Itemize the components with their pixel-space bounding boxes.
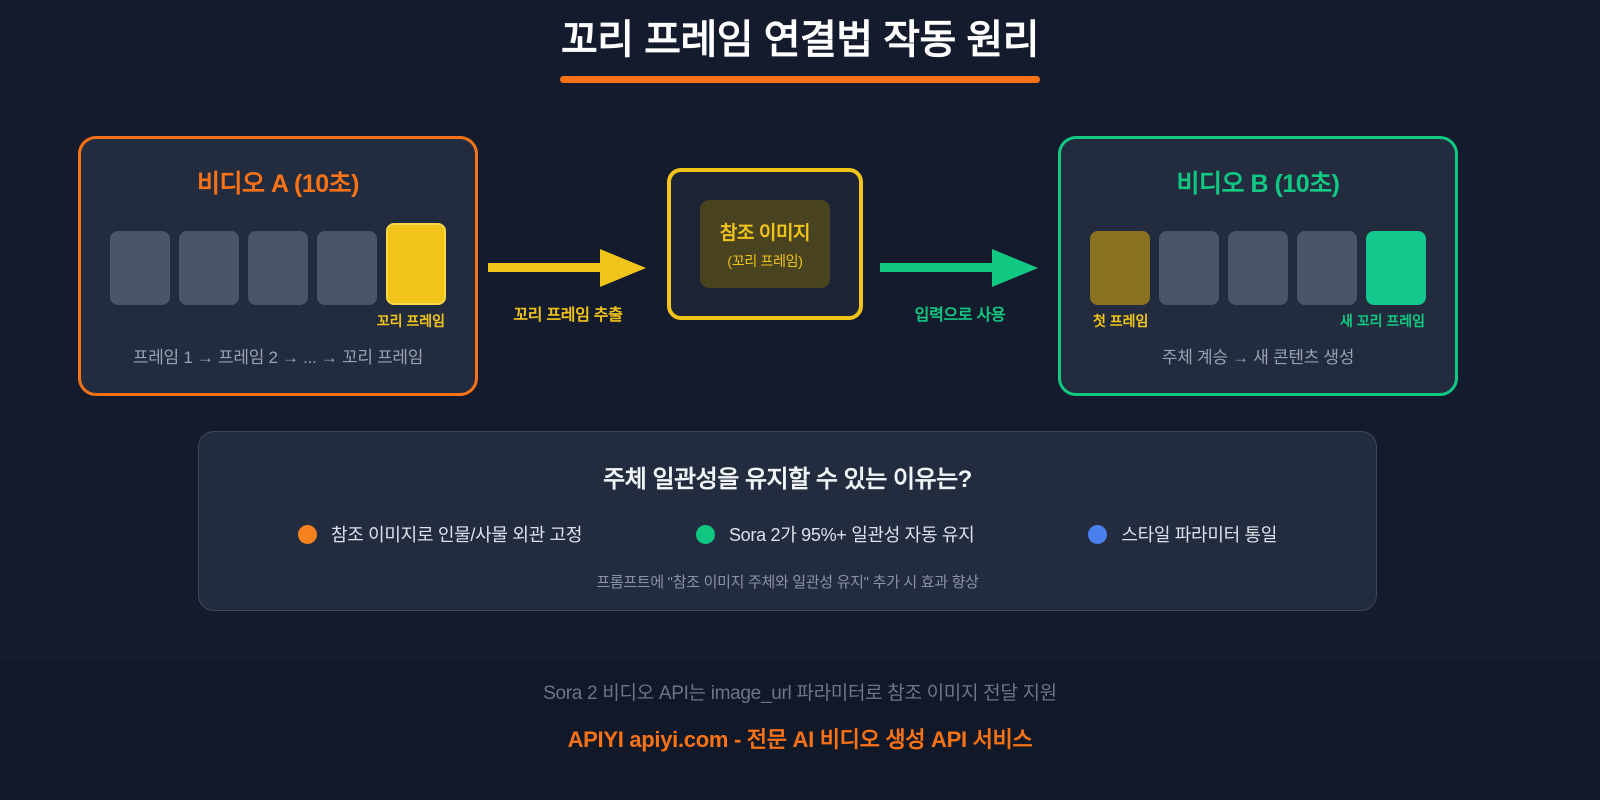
- video-b-frame-2: [1159, 231, 1219, 305]
- bullet-dot-icon: [1088, 524, 1108, 544]
- video-b-frame-strip: [1061, 225, 1455, 305]
- footer-background-band: [0, 661, 1600, 800]
- video-b-first-frame-label: 첫 프레임: [1093, 313, 1149, 329]
- bullet-dot-icon: [297, 524, 317, 544]
- input-arrow-label: 입력으로 사용: [914, 307, 1006, 324]
- video-a-caption: 프레임 1 → 프레임 2 → ... → 꼬리 프레임: [132, 348, 424, 367]
- footer: Sora 2 비디오 API는 image_url 파라미터로 참조 이미지 전…: [0, 678, 1600, 754]
- footer-description: Sora 2 비디오 API는 image_url 파라미터로 참조 이미지 전…: [543, 683, 1057, 704]
- video-a-frame-2: [179, 231, 239, 305]
- reason-item-3-label: 스타일 파라미터 통일: [1121, 525, 1278, 545]
- arrow-right-icon: [488, 249, 646, 287]
- page-title: 꼬리 프레임 연결법 작동 원리: [560, 18, 1040, 62]
- video-b-first-frame: [1090, 231, 1150, 305]
- video-a-panel: 비디오 A (10초) 꼬리 프레임 프레임 1 → 프레임 2 → ... →…: [78, 136, 478, 396]
- reason-item-2: Sora 2가 95%+ 일관성 자동 유지: [695, 521, 975, 547]
- extract-arrow-label: 꼬리 프레임 추출: [513, 307, 623, 324]
- video-a-title: 비디오 A (10초): [197, 170, 359, 198]
- video-a-frame-labels: 꼬리 프레임: [81, 311, 475, 333]
- footer-brand: APIYI apiyi.com - 전문 AI 비디오 생성 API 서비스: [567, 727, 1033, 752]
- input-arrow-group: 입력으로 사용: [880, 245, 1040, 335]
- reason-item-1-label: 참조 이미지로 인물/사물 외관 고정: [330, 525, 583, 545]
- video-a-tail-frame: [386, 223, 446, 305]
- reference-image-subtitle: (꼬리 프레임): [727, 252, 803, 269]
- bullet-dot-icon: [695, 524, 715, 544]
- reasons-list: 참조 이미지로 인물/사물 외관 고정 Sora 2가 95%+ 일관성 자동 …: [199, 521, 1376, 547]
- reasons-card-note: 프롬프트에 "참조 이미지 주체와 일관성 유지" 추가 시 효과 향상: [596, 574, 979, 591]
- video-a-frame-3: [248, 231, 308, 305]
- video-b-caption: 주체 계승 → 새 콘텐츠 생성: [1161, 348, 1355, 367]
- video-b-title: 비디오 B (10초): [1176, 170, 1340, 198]
- video-b-panel: 비디오 B (10초) 첫 프레임 새 꼬리 프레임 주체 계승 → 새 콘텐츠…: [1058, 136, 1458, 396]
- reason-item-2-label: Sora 2가 95%+ 일관성 자동 유지: [728, 525, 975, 545]
- reference-image-thumbnail: 참조 이미지 (꼬리 프레임): [700, 200, 830, 288]
- video-a-tail-frame-label: 꼬리 프레임: [376, 313, 445, 329]
- arrow-right-icon: [880, 249, 1038, 287]
- reason-item-1: 참조 이미지로 인물/사물 외관 고정: [297, 521, 583, 547]
- video-a-frame-strip: [81, 223, 475, 305]
- reasons-card-title: 주체 일관성을 유지할 수 있는 이유는?: [603, 466, 972, 493]
- extract-arrow-group: 꼬리 프레임 추출: [488, 245, 648, 335]
- video-a-frame-1: [110, 231, 170, 305]
- video-b-new-tail-frame: [1366, 231, 1426, 305]
- reference-image-title: 참조 이미지: [719, 222, 811, 244]
- video-a-frame-4: [317, 231, 377, 305]
- video-b-frame-labels: 첫 프레임 새 꼬리 프레임: [1061, 311, 1455, 333]
- title-block: 꼬리 프레임 연결법 작동 원리: [0, 18, 1600, 83]
- reference-image-box: 참조 이미지 (꼬리 프레임): [667, 168, 863, 320]
- video-b-frame-4: [1297, 231, 1357, 305]
- reason-item-3: 스타일 파라미터 통일: [1088, 521, 1277, 547]
- reasons-card: 주체 일관성을 유지할 수 있는 이유는? 참조 이미지로 인물/사물 외관 고…: [198, 431, 1377, 611]
- title-underline-bar: [560, 76, 1040, 83]
- video-b-frame-3: [1228, 231, 1288, 305]
- video-b-new-tail-frame-label: 새 꼬리 프레임: [1339, 313, 1425, 329]
